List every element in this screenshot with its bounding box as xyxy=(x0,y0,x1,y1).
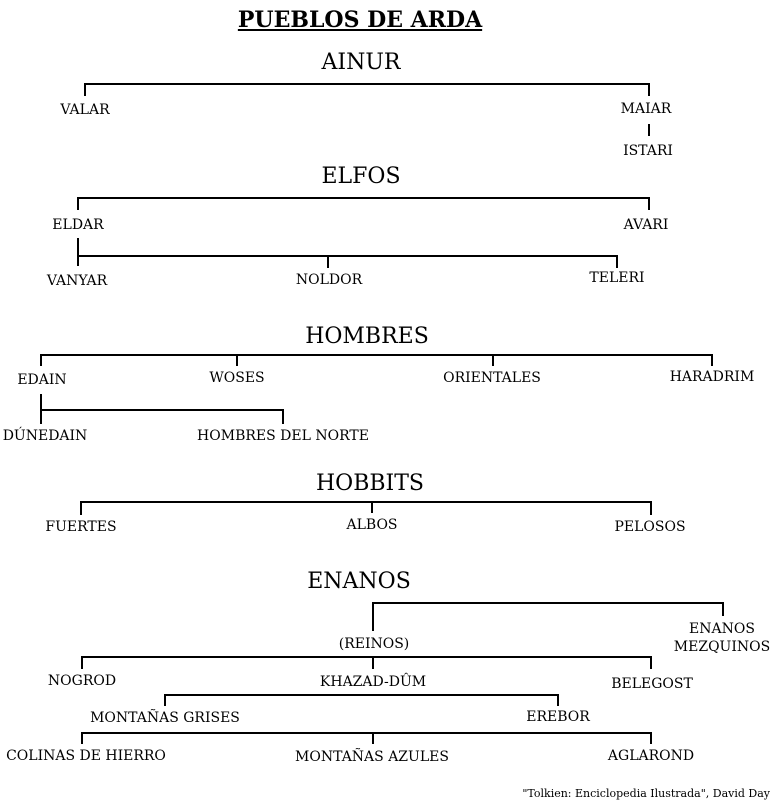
node-erebor: EREBOR xyxy=(526,709,590,725)
node-eldar: ELDAR xyxy=(52,217,104,233)
node-avari: AVARI xyxy=(623,217,669,233)
node-woses: WOSES xyxy=(209,370,265,386)
node-montanas-azules: MONTAÑAS AZULES xyxy=(295,749,449,765)
node-nogrod: NOGROD xyxy=(47,673,117,689)
node-belegost: BELEGOST xyxy=(611,676,693,692)
node-dunedain: DÚNEDAIN xyxy=(2,428,88,444)
node-aglarond: AGLAROND xyxy=(607,748,695,764)
node-khazad-dum: KHAZAD-DÛM xyxy=(319,674,427,690)
source-credit: "Tolkien: Enciclopedia Ilustrada", David… xyxy=(522,787,770,800)
node-haradrim: HARADRIM xyxy=(669,369,755,385)
node-enanos-mezquinos-line1: ENANOS xyxy=(689,621,755,637)
node-fuertes: FUERTES xyxy=(45,519,117,535)
node-teleri: TELERI xyxy=(589,270,645,286)
heading-hombres: HOMBRES xyxy=(305,324,429,349)
node-edain: EDAIN xyxy=(17,372,67,388)
node-enanos-mezquinos: ENANOS MEZQUINOS xyxy=(674,620,770,656)
node-orientales: ORIENTALES xyxy=(443,370,541,386)
node-montanas-grises: MONTAÑAS GRISES xyxy=(90,710,240,726)
heading-enanos: ENANOS xyxy=(307,569,411,594)
node-albos: ALBOS xyxy=(346,517,398,533)
node-pelosos: PELOSOS xyxy=(614,519,686,535)
node-maiar: MAIAR xyxy=(620,101,672,117)
page-title: PUEBLOS DE ARDA xyxy=(237,7,483,33)
node-hombres-del-norte: HOMBRES DEL NORTE xyxy=(197,428,369,444)
heading-hobbits: HOBBITS xyxy=(316,471,424,496)
node-reinos: (REINOS) xyxy=(338,636,410,652)
node-noldor: NOLDOR xyxy=(295,272,363,288)
node-valar: VALAR xyxy=(60,102,110,118)
node-enanos-mezquinos-line2: MEZQUINOS xyxy=(673,639,771,655)
heading-elfos: ELFOS xyxy=(321,164,401,189)
heading-ainur: AINUR xyxy=(321,50,401,75)
node-vanyar: VANYAR xyxy=(46,273,108,289)
node-colinas-de-hierro: COLINAS DE HIERRO xyxy=(6,748,166,764)
node-istari: ISTARI xyxy=(623,143,673,159)
